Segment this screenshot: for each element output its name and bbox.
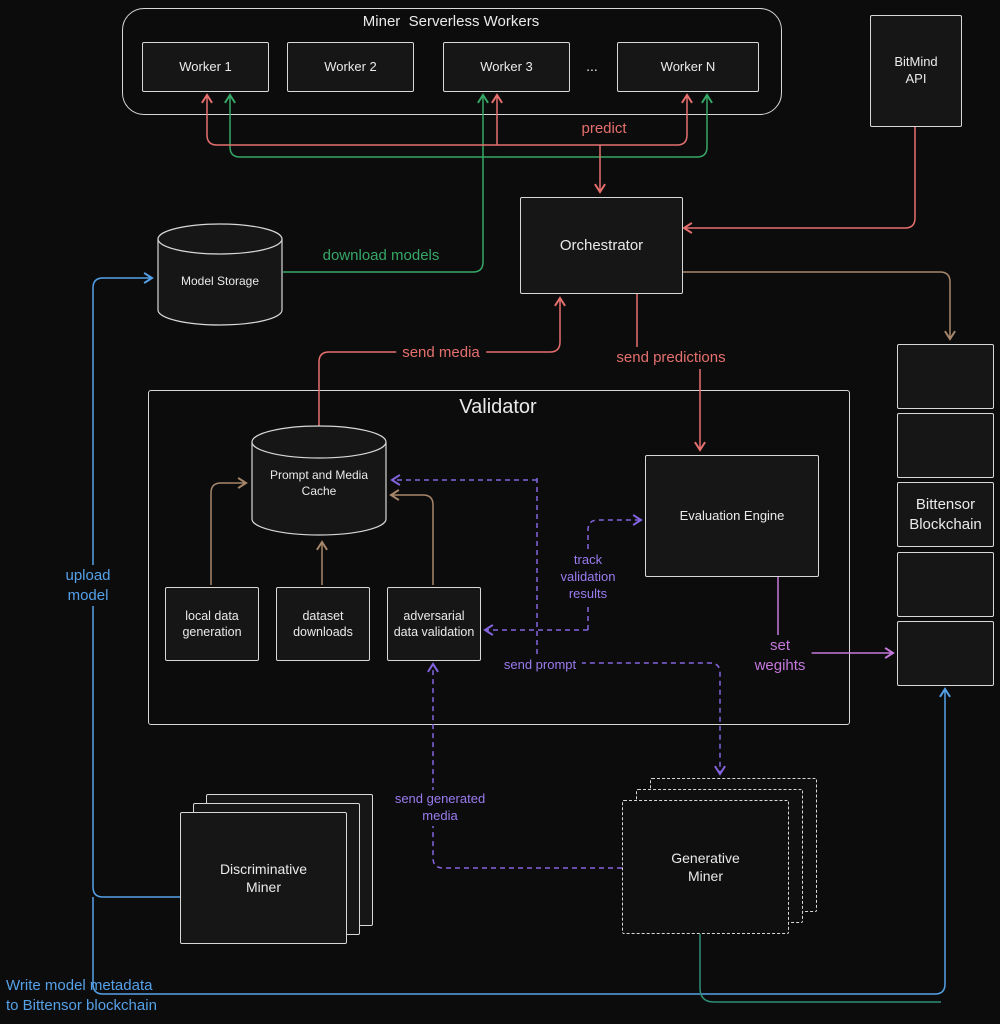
dataset-downloads-label: dataset downloads	[293, 608, 353, 639]
worker-1-label: Worker 1	[179, 58, 232, 74]
worker-2-node: Worker 2	[287, 42, 414, 92]
bittensor-blockchain-node: Bittensor Blockchain	[897, 482, 994, 547]
local-data-generation-label: local data generation	[182, 608, 242, 639]
worker-n-node: Worker N	[617, 42, 759, 92]
edge-label-track-validation-results: track validation results	[554, 551, 622, 604]
adversarial-data-validation-label: adversarial data validation	[393, 608, 475, 639]
worker-2-label: Worker 2	[324, 58, 377, 74]
adversarial-data-validation-node: adversarial data validation	[387, 587, 481, 661]
edge-send-predictions	[636, 294, 706, 452]
worker-3-label: Worker 3	[480, 58, 533, 74]
edge-send-generated-media	[427, 662, 622, 869]
edge-label-send-generated-media: send generated media	[388, 790, 492, 826]
edge-predict	[201, 93, 693, 194]
edge-generative-to-blockchain	[699, 932, 941, 1003]
edge-label-upload-model: upload model	[59, 565, 117, 606]
edge-track-validation-results	[483, 514, 643, 636]
cylinder-shape	[157, 223, 283, 326]
model-storage-label: Model Storage	[180, 274, 260, 288]
workers-ellipsis: ...	[586, 58, 598, 74]
local-data-generation-node: local data generation	[165, 587, 259, 661]
edge-orchestrator-to-blockchain	[682, 271, 956, 341]
bittensor-blockchain-label: Bittensor Blockchain	[909, 496, 982, 533]
blockchain-box-1	[897, 344, 994, 409]
miner-serverless-workers-container	[122, 8, 782, 115]
worker-n-label: Worker N	[660, 58, 716, 74]
edge-label-send-predictions: send predictions	[610, 347, 732, 369]
blockchain-box-5	[897, 621, 994, 686]
bitmind-api-label: BitMind API	[894, 54, 938, 86]
orchestrator-node: Orchestrator	[520, 197, 683, 294]
workers-panel-title: Miner Serverless Workers	[362, 13, 540, 30]
worker-3-node: Worker 3	[443, 42, 570, 92]
edge-label-write-model-metadata: Write model metadata to Bittensor blockc…	[6, 977, 157, 1014]
prompt-media-cache-label: Prompt and Media Cache	[269, 468, 369, 498]
validator-container	[148, 390, 850, 725]
edge-bitmind-to-orchestrator	[682, 127, 916, 234]
evaluation-engine-label: Evaluation Engine	[679, 507, 785, 523]
generative-miner-node: Generative Miner	[622, 800, 789, 934]
discriminative-miner-node: Discriminative Miner	[180, 812, 347, 944]
edge-label-predict: predict	[575, 118, 633, 140]
model-storage-node: Model Storage	[157, 222, 283, 327]
prompt-media-cache-node: Prompt and Media Cache	[251, 424, 387, 538]
blockchain-box-4	[897, 552, 994, 617]
generative-miner-label: Generative Miner	[671, 849, 740, 884]
discriminative-miner-label: Discriminative Miner	[219, 860, 308, 895]
edge-label-send-prompt: send prompt	[497, 656, 583, 675]
edge-adversarial-to-cache	[389, 489, 434, 585]
dataset-downloads-node: dataset downloads	[276, 587, 370, 661]
blockchain-box-2	[897, 413, 994, 478]
edge-write-model-metadata	[92, 687, 951, 995]
orchestrator-label: Orchestrator	[559, 236, 644, 254]
bitmind-api-node: BitMind API	[870, 15, 962, 127]
cylinder-shape	[251, 425, 387, 536]
edge-send-prompt	[390, 474, 726, 776]
edge-local-data-to-cache	[210, 477, 248, 585]
edge-download-models	[224, 93, 713, 273]
edge-label-download-models: download models	[316, 245, 446, 267]
validator-title: Validator	[459, 396, 537, 418]
edge-label-set-weights: set wegihts	[748, 635, 812, 676]
edge-label-send-media: send media	[396, 342, 486, 364]
worker-1-node: Worker 1	[142, 42, 269, 92]
evaluation-engine-node: Evaluation Engine	[645, 455, 819, 577]
